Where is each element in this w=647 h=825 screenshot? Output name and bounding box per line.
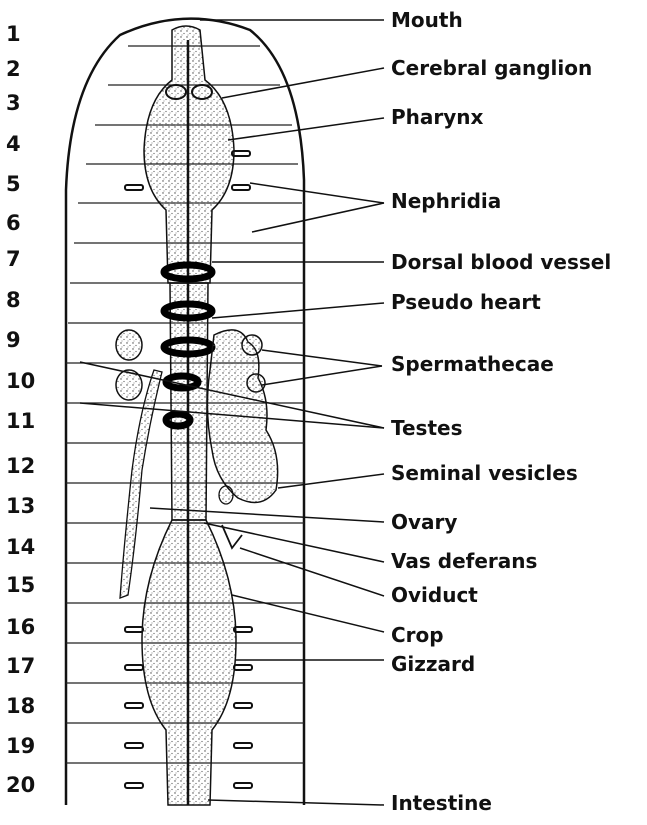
segment-number-14: 14: [6, 537, 35, 558]
segment-number-5: 5: [6, 174, 21, 195]
label-vas-deferans: Vas deferans: [391, 551, 537, 571]
segment-number-4: 4: [6, 134, 21, 155]
segment-number-1: 1: [6, 24, 21, 45]
segment-number-6: 6: [6, 213, 21, 234]
segment-number-10: 10: [6, 371, 35, 392]
spermathecae-left: [116, 330, 142, 400]
segment-number-18: 18: [6, 696, 35, 717]
segment-number-15: 15: [6, 575, 35, 596]
label-cerebral-ganglion: Cerebral ganglion: [391, 58, 592, 78]
segment-number-17: 17: [6, 656, 35, 677]
segment-number-20: 20: [6, 775, 35, 796]
segment-number-16: 16: [6, 617, 35, 638]
segment-number-7: 7: [6, 249, 21, 270]
segment-number-13: 13: [6, 496, 35, 517]
label-spermathecae: Spermathecae: [391, 354, 554, 374]
label-seminal-vesicles: Seminal vesicles: [391, 463, 578, 483]
label-nephridia: Nephridia: [391, 191, 501, 211]
label-crop: Crop: [391, 625, 444, 645]
label-testes: Testes: [391, 418, 462, 438]
segment-number-9: 9: [6, 330, 21, 351]
label-dorsal-blood-vessel: Dorsal blood vessel: [391, 252, 611, 272]
segment-number-3: 3: [6, 93, 21, 114]
label-mouth: Mouth: [391, 10, 463, 30]
ovary-shape: [219, 486, 233, 504]
segment-number-12: 12: [6, 456, 35, 477]
label-ovary: Ovary: [391, 512, 457, 532]
segment-number-8: 8: [6, 290, 21, 311]
segment-number-11: 11: [6, 411, 35, 432]
segment-number-2: 2: [6, 59, 21, 80]
label-gizzard: Gizzard: [391, 654, 475, 674]
label-pharynx: Pharynx: [391, 107, 483, 127]
label-pseudo-heart: Pseudo heart: [391, 292, 541, 312]
label-intestine: Intestine: [391, 793, 492, 813]
label-oviduct: Oviduct: [391, 585, 478, 605]
segment-number-19: 19: [6, 736, 35, 757]
